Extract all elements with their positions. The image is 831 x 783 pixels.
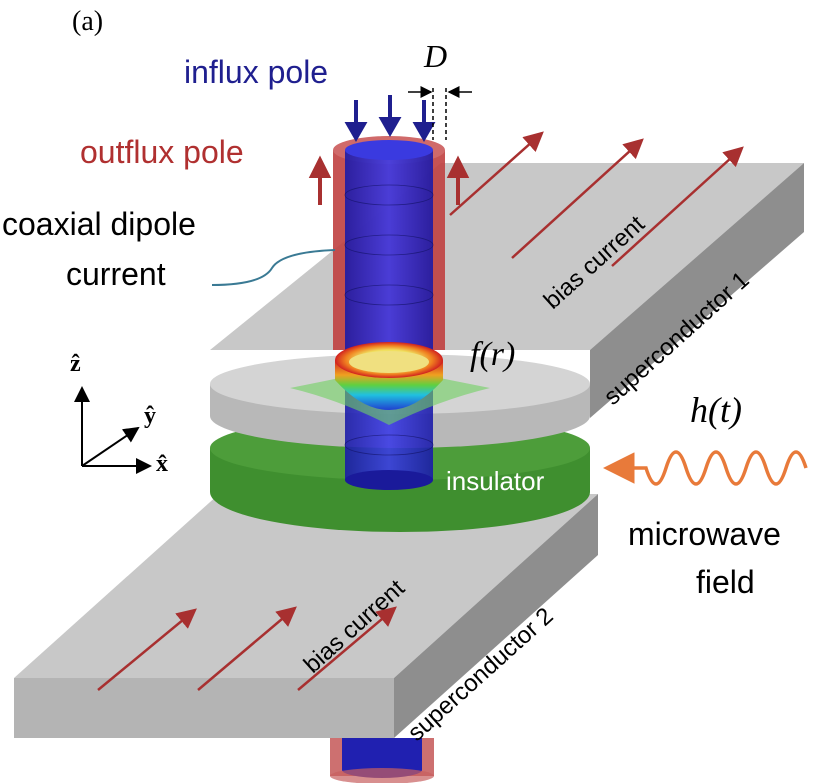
microwave-label-line2: field	[696, 564, 755, 600]
sc2-side-face	[394, 494, 598, 738]
bias-arrows-sc2	[97, 606, 397, 691]
dipole-label-line1: coaxial dipole	[2, 206, 196, 242]
influx-pole-label: influx pole	[184, 54, 329, 90]
profile-symbol: f(r)	[470, 336, 516, 373]
sc1-side-face	[590, 163, 804, 418]
axis-x-label: x̂	[156, 451, 168, 477]
gap-symbol: D	[424, 38, 448, 74]
field-symbol: h(t)	[690, 390, 742, 430]
dipole-label-line2: current	[66, 256, 166, 292]
profile-surface	[290, 342, 490, 425]
coaxial-dipole-tube	[333, 136, 445, 490]
sc2-top-face	[14, 494, 598, 678]
microwave-label-line1: microwave	[628, 516, 781, 552]
sc2-front-face	[14, 678, 394, 738]
axis-z-label: ẑ	[70, 351, 81, 377]
bias-arrows-sc1	[449, 131, 744, 267]
bias-arrow	[97, 608, 197, 691]
microwave-wave	[603, 450, 808, 486]
superconductor-2-slab	[14, 494, 598, 738]
panel-label: (a)	[72, 6, 104, 37]
bias-arrow	[511, 138, 644, 259]
lower-coaxial-stub	[330, 738, 434, 783]
dipole-callout-curve	[211, 249, 336, 286]
bias-arrow	[297, 606, 397, 691]
outflux-arrows	[308, 155, 470, 205]
bias-arrow	[449, 131, 544, 216]
influx-arrows	[344, 95, 436, 143]
axis-y-label: ŷ	[144, 403, 156, 429]
bias-arrow	[611, 146, 744, 267]
axes-triad	[74, 386, 152, 474]
influx-core	[345, 150, 433, 480]
outflux-pole-label: outflux pole	[80, 134, 244, 170]
gap-dimension	[408, 86, 472, 140]
bias-arrow	[197, 606, 297, 691]
insulator-label: insulator	[446, 466, 545, 496]
